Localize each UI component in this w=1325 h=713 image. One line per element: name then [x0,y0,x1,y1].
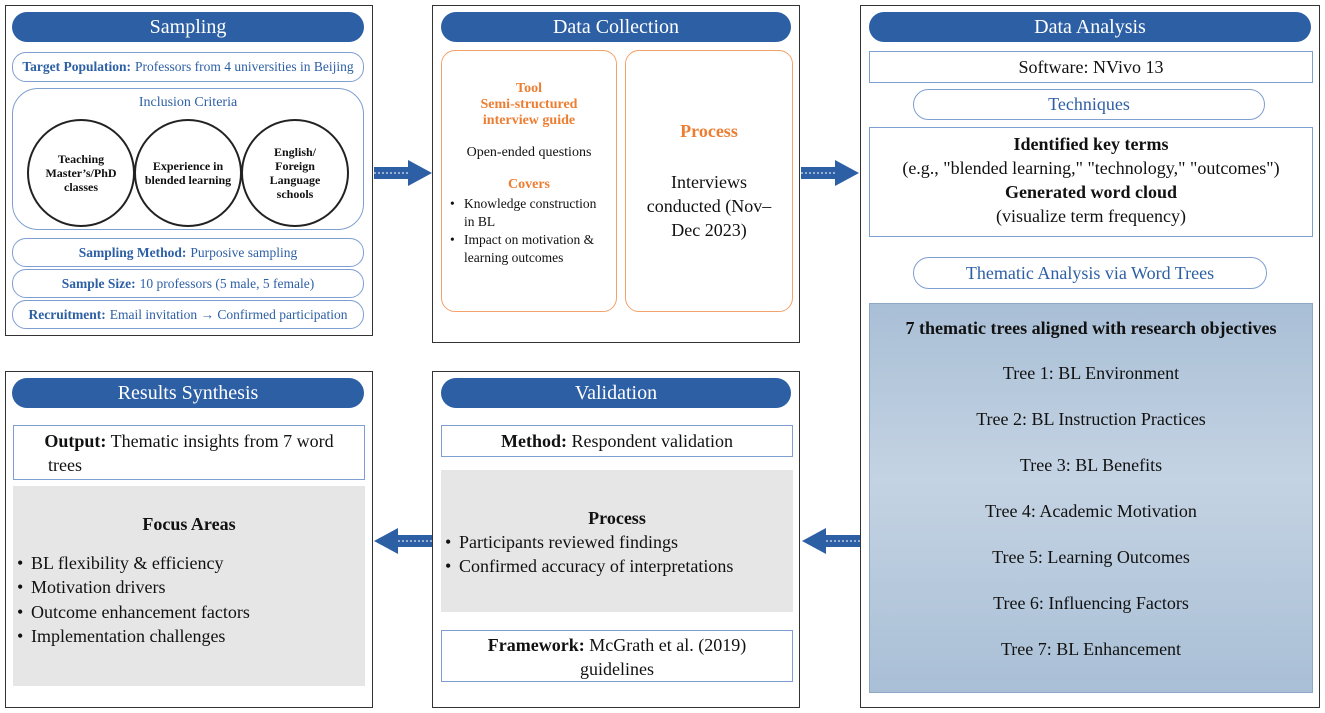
data-analysis-panel: Data Analysis Software: NVivo 13 Techniq… [860,5,1320,708]
tree-item: Tree 6: Influencing Factors [993,593,1189,613]
focus-area-item: Implementation challenges [15,624,365,649]
framework-label: Framework: [487,635,585,655]
key-terms-heading: Identified key terms [1013,134,1169,154]
validation-process-list: Participants reviewed findings Confirmed… [441,530,793,578]
data-analysis-title: Data Analysis [869,12,1311,42]
thematic-trees-heading: 7 thematic trees aligned with research o… [905,318,1277,338]
tool-name-line-2: interview guide [482,113,576,128]
sampling-method-box: Sampling Method: Purposive sampling [12,238,364,267]
arrow-right-icon [801,160,859,186]
method-label: Method: [501,431,567,451]
tool-heading: Tool [516,81,542,96]
recruitment-value: Email invitation → Confirmed participati… [109,306,348,322]
thematic-analysis-label: Thematic Analysis via Word Trees [965,262,1215,283]
focus-area-item: BL flexibility & efficiency [15,551,365,576]
sample-size-box: Sample Size: 10 professors (5 male, 5 fe… [12,269,364,298]
output-label: Output: [44,431,107,451]
tree-item: Tree 4: Academic Motivation [985,501,1197,521]
software-box: Software: NVivo 13 [869,51,1313,83]
criterion-teaching: Teaching Master’s/PhD classes [27,119,135,227]
target-population-label: Target Population: [22,59,132,74]
sampling-method-label: Sampling Method: [78,244,187,260]
covers-heading: Covers [508,177,550,192]
tree-item: Tree 2: BL Instruction Practices [976,409,1206,429]
software-text: Software: NVivo 13 [1018,57,1164,77]
arrow-right-icon [374,160,432,186]
target-population-box: Target Population: Professors from 4 uni… [12,52,364,82]
results-synthesis-panel: Results Synthesis Output: Thematic insig… [5,371,373,708]
criterion-experience: Experience in blended learning [134,119,242,227]
validation-panel: Validation Method: Respondent validation… [432,371,800,708]
arrow-left-icon [374,528,432,554]
arrow-left-icon [802,528,860,554]
method-box: Method: Respondent validation [441,425,793,457]
output-value-line-2: trees [48,455,82,475]
focus-area-item: Motivation drivers [15,575,365,600]
focus-areas-heading: Focus Areas [142,514,236,534]
focus-areas-list: BL flexibility & efficiency Motivation d… [13,551,365,649]
tree-item: Tree 1: BL Environment [1002,363,1180,383]
tree-item: Tree 7: BL Enhancement [1000,639,1182,659]
criterion-language-schools: English/ Foreign Language schools [241,119,349,227]
inclusion-criteria-title: Inclusion Criteria [138,95,238,110]
tool-box: Tool Semi-structured interview guide Ope… [441,50,617,312]
framework-value-line-2: guidelines [580,659,654,679]
focus-area-item: Outcome enhancement factors [15,600,365,625]
open-ended-questions: Open-ended questions [466,145,592,160]
validation-process-box: Process Participants reviewed findings C… [441,470,793,612]
tool-name-line-1: Semi-structured [480,97,578,112]
method-value: Respondent validation [571,431,733,451]
sample-size-label: Sample Size: [61,275,136,291]
output-value: Thematic insights from 7 word [110,431,334,451]
target-population-value: Professors from 4 universities in Beijin… [135,59,354,74]
techniques-detail-box: Identified key terms (e.g., "blended lea… [869,127,1313,237]
word-cloud-sub: (visualize term frequency) [996,206,1186,226]
process-heading: Process [680,121,738,141]
framework-value: McGrath et al. (2019) [589,635,747,655]
thematic-trees-box: 7 thematic trees aligned with research o… [869,303,1313,693]
validation-title: Validation [441,378,791,408]
covers-list: Knowledge construction in BL Impact on m… [442,195,616,267]
framework-box: Framework: McGrath et al. (2019) guideli… [441,630,793,682]
data-collection-panel: Data Collection Tool Semi-structured int… [432,5,800,343]
tree-item: Tree 5: Learning Outcomes [992,547,1190,567]
recruitment-label: Recruitment: [28,306,106,322]
data-collection-title: Data Collection [441,12,791,42]
techniques-label: Techniques [1048,94,1130,114]
covers-item: Knowledge construction in BL [448,195,610,231]
results-synthesis-title: Results Synthesis [12,378,364,408]
focus-areas-box: Focus Areas BL flexibility & efficiency … [13,486,365,686]
sampling-title: Sampling [12,12,364,42]
process-box: Process Interviews conducted (Nov–Dec 20… [625,50,793,312]
validation-process-item: Confirmed accuracy of interpretations [443,554,793,578]
sampling-method-value: Purposive sampling [190,244,298,260]
sample-size-value: 10 professors (5 male, 5 female) [139,275,315,291]
techniques-pill: Techniques [913,89,1265,120]
recruitment-box: Recruitment: Email invitation → Confirme… [12,300,364,329]
word-cloud-heading: Generated word cloud [1005,182,1177,202]
sampling-panel: Sampling Target Population: Professors f… [5,5,373,336]
process-text: Interviews conducted (Nov–Dec 2023) [646,172,772,240]
validation-process-item: Participants reviewed findings [443,530,793,554]
thematic-analysis-pill: Thematic Analysis via Word Trees [913,257,1267,289]
key-terms-example: (e.g., "blended learning," "technology,"… [902,158,1280,178]
output-box: Output: Thematic insights from 7 word tr… [13,425,365,480]
validation-process-heading: Process [588,508,646,528]
tree-item: Tree 3: BL Benefits [1019,455,1163,475]
covers-item: Impact on motivation & learning outcomes [448,231,610,267]
